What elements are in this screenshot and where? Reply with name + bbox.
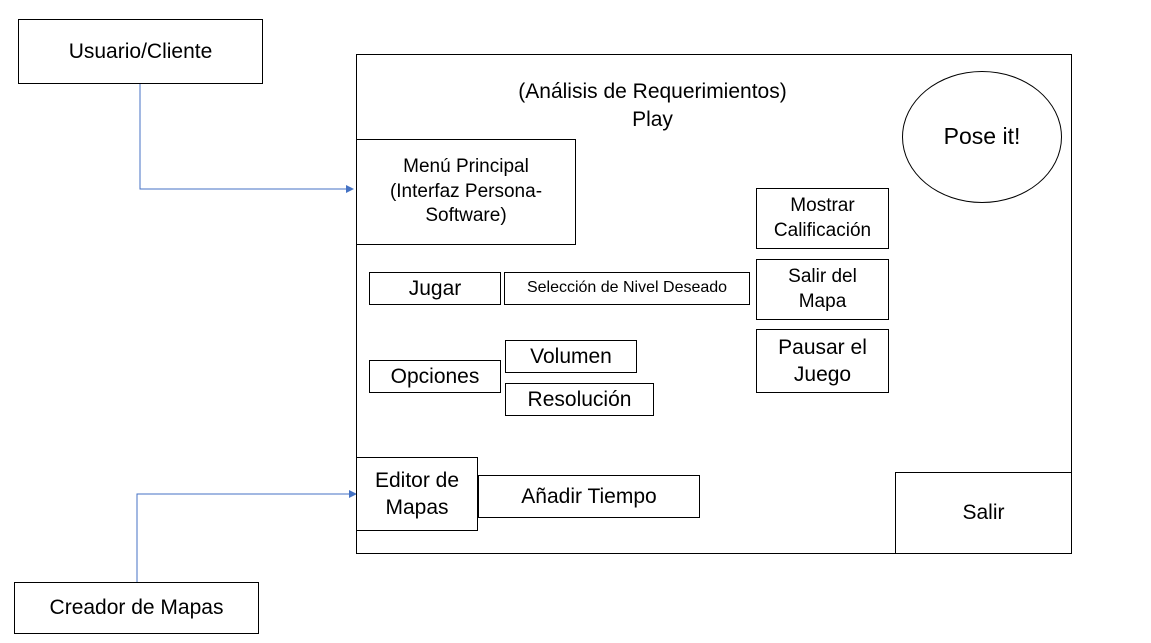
level-select-block: Selección de Nivel Deseado [504, 272, 750, 305]
actor-usuario-cliente-label: Usuario/Cliente [68, 39, 213, 63]
creator-to-editor-connector [136, 490, 357, 582]
volume-label: Volumen [530, 344, 612, 368]
volume-block: Volumen [505, 340, 637, 373]
logo-pose-it: Pose it! [902, 71, 1062, 203]
options-block: Opciones [369, 360, 501, 393]
play-label: Jugar [408, 276, 462, 300]
resolution-label: Resolución [527, 387, 632, 411]
main-menu-label: Menú Principal (Interfaz Persona-Softwar… [389, 155, 543, 227]
system-title-line2: Play [632, 108, 673, 132]
resolution-block: Resolución [505, 383, 654, 416]
play-block: Jugar [369, 272, 501, 305]
system-title: (Análisis de Requerimientos) Play [480, 78, 825, 135]
actor-creador-de-mapas: Creador de Mapas [14, 582, 259, 634]
show-score-block: Mostrar Calificación [756, 188, 889, 249]
logo-label: Pose it! [943, 123, 1021, 150]
system-boundary [356, 54, 1072, 554]
add-time-block: Añadir Tiempo [478, 475, 700, 518]
map-editor-block: Editor de Mapas [356, 457, 478, 531]
system-title-line1: (Análisis de Requerimientos) [518, 80, 787, 103]
level-select-label: Selección de Nivel Deseado [526, 279, 728, 297]
main-menu-block: Menú Principal (Interfaz Persona-Softwar… [356, 139, 576, 245]
exit-block: Salir [895, 472, 1072, 554]
map-editor-label: Editor de Mapas [374, 468, 460, 519]
pause-game-label: Pausar el Juego [778, 335, 867, 386]
pause-game-block: Pausar el Juego [756, 329, 889, 393]
actor-creador-de-mapas-label: Creador de Mapas [49, 596, 224, 620]
exit-label: Salir [962, 501, 1005, 525]
show-score-label: Mostrar Calificación [773, 194, 872, 241]
exit-map-label: Salir del Mapa [788, 265, 857, 312]
add-time-label: Añadir Tiempo [521, 484, 657, 508]
exit-map-block: Salir del Mapa [756, 259, 889, 320]
actor-usuario-cliente: Usuario/Cliente [18, 19, 263, 84]
client-to-menu-connector [139, 84, 354, 193]
options-label: Opciones [390, 364, 480, 388]
